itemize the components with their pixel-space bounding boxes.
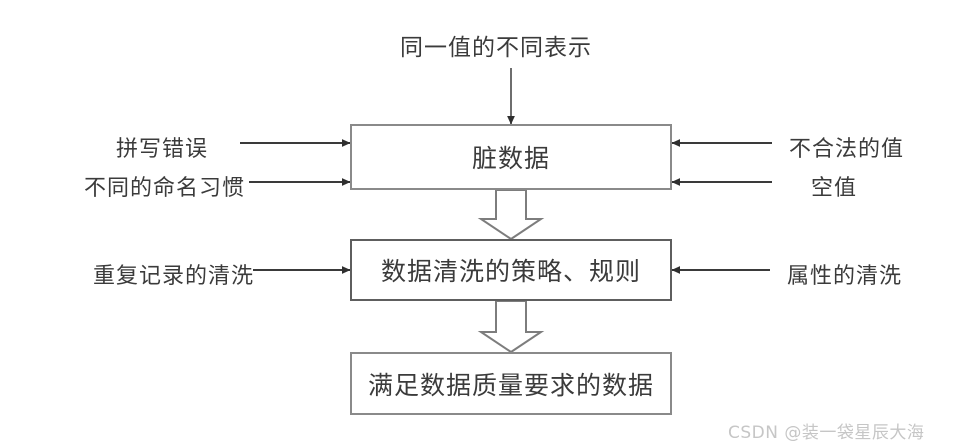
box-quality-compliant-data: 满足数据质量要求的数据 — [350, 352, 672, 415]
label-spelling-error: 拼写错误 — [116, 137, 209, 162]
block-arrow-rules-to-quality-data — [477, 300, 545, 354]
box-dirty-data: 脏数据 — [350, 124, 672, 190]
box-data-cleaning-strategy-rules: 数据清洗的策略、规则 — [350, 239, 672, 301]
block-arrow-dirty-data-to-rules — [477, 189, 545, 241]
label-null-value: 空值 — [811, 176, 858, 201]
label-illegal-value: 不合法的值 — [789, 137, 905, 162]
label-attribute-cleaning: 属性的清洗 — [787, 264, 903, 289]
label-duplicate-record-cleaning: 重复记录的清洗 — [93, 264, 255, 289]
label-same-value-representation: 同一值的不同表示 — [400, 35, 592, 61]
csdn-watermark: CSDN @装一袋星辰大海 — [728, 423, 925, 443]
label-different-naming-convention: 不同的命名习惯 — [84, 176, 246, 201]
